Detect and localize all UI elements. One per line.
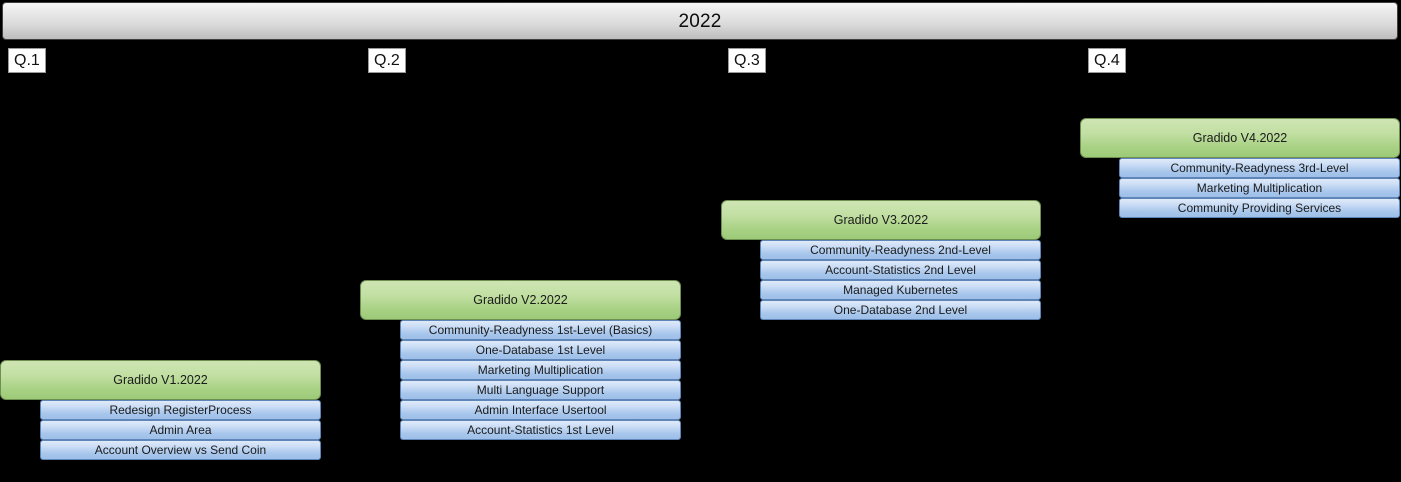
release-header-v4-2022[interactable]: Gradido V4.2022 — [1080, 118, 1400, 158]
release-item-label: Managed Kubernetes — [843, 283, 958, 297]
release-item[interactable]: Community-Readyness 3rd-Level — [1119, 158, 1400, 178]
release-item-label: Multi Language Support — [476, 383, 605, 397]
release-item-label: Community-Readyness 3rd-Level — [1170, 161, 1349, 175]
release-item[interactable]: Admin Area — [40, 420, 321, 440]
release-title: Gradido V2.2022 — [473, 292, 568, 307]
release-item-label: Redesign RegisterProcess — [109, 403, 252, 417]
release-item-label: Marketing Multiplication — [477, 363, 604, 377]
release-item-label: Account Overview vs Send Coin — [94, 443, 267, 457]
release-item-label: One-Database 1st Level — [475, 343, 606, 357]
release-item-label: Account-Statistics 2nd Level — [825, 263, 976, 277]
release-item-label: Marketing Multiplication — [1196, 181, 1323, 195]
release-item[interactable]: Community-Readyness 1st-Level (Basics) — [400, 320, 681, 340]
release-item[interactable]: One-Database 2nd Level — [760, 300, 1041, 320]
year-label: 2022 — [678, 10, 722, 32]
release-header-v1-2022[interactable]: Gradido V1.2022 — [0, 360, 321, 400]
release-item-label: Account-Statistics 1st Level — [467, 423, 614, 437]
release-item-label: Admin Area — [149, 423, 212, 437]
quarter-label-3: Q.3 — [728, 48, 766, 73]
release-item[interactable]: Marketing Multiplication — [1119, 178, 1400, 198]
release-item[interactable]: Account-Statistics 1st Level — [400, 420, 681, 440]
release-item[interactable]: Multi Language Support — [400, 380, 681, 400]
release-item-list-v2-2022: Community-Readyness 1st-Level (Basics) On… — [400, 320, 681, 440]
quarter-label-1: Q.1 — [8, 48, 46, 73]
release-header-v3-2022[interactable]: Gradido V3.2022 — [721, 200, 1041, 240]
release-item[interactable]: Community-Readyness 2nd-Level — [760, 240, 1041, 260]
release-item-label: Community-Readyness 2nd-Level — [810, 243, 991, 257]
release-item[interactable]: Marketing Multiplication — [400, 360, 681, 380]
release-item-label: One-Database 2nd Level — [833, 303, 968, 317]
release-item-label: Admin Interface Usertool — [474, 403, 607, 417]
release-item[interactable]: Account Overview vs Send Coin — [40, 440, 321, 460]
release-item[interactable]: Community Providing Services — [1119, 198, 1400, 218]
release-title: Gradido V1.2022 — [113, 372, 208, 387]
release-header-v2-2022[interactable]: Gradido V2.2022 — [360, 280, 681, 320]
release-item[interactable]: Admin Interface Usertool — [400, 400, 681, 420]
release-title: Gradido V3.2022 — [833, 212, 929, 227]
release-item[interactable]: One-Database 1st Level — [400, 340, 681, 360]
release-item[interactable]: Redesign RegisterProcess — [40, 400, 321, 420]
release-item[interactable]: Account-Statistics 2nd Level — [760, 260, 1041, 280]
release-item[interactable]: Managed Kubernetes — [760, 280, 1041, 300]
quarter-label-2: Q.2 — [368, 48, 406, 73]
release-item-label: Community-Readyness 1st-Level (Basics) — [428, 323, 653, 337]
quarter-label-4: Q.4 — [1088, 48, 1126, 73]
release-title: Gradido V4.2022 — [1192, 130, 1288, 145]
release-item-label: Community Providing Services — [1177, 201, 1342, 215]
year-header-bar: 2022 — [2, 2, 1398, 40]
